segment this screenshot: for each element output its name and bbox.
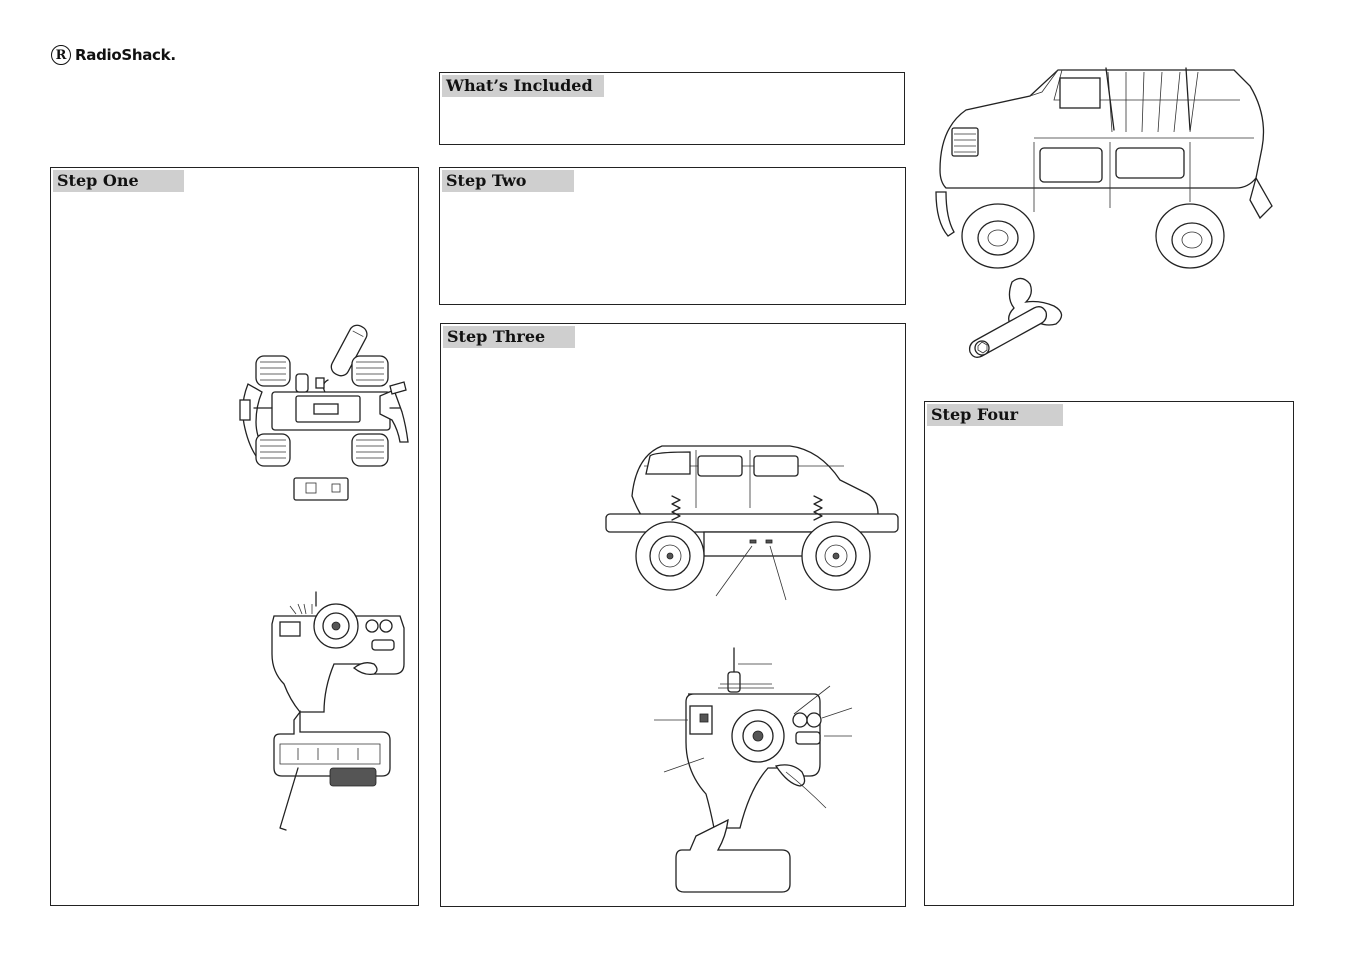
transmitter-battery-illustration xyxy=(271,591,405,831)
step-one-title: Step One xyxy=(53,170,184,192)
step-one-panel: Step One xyxy=(50,167,419,906)
wrench-tool-illustration xyxy=(968,277,1063,358)
step-four-panel: Step Four xyxy=(924,401,1294,906)
brand-dot: . xyxy=(170,46,176,64)
truck-side-illustration xyxy=(605,445,899,601)
truck-perspective-illustration xyxy=(935,67,1273,269)
whats-included-panel: What’s Included xyxy=(439,72,905,145)
brand-name: RadioShack xyxy=(75,46,171,64)
truck-underside-illustration xyxy=(239,324,409,501)
brand-logo: R RadioShack. xyxy=(51,42,176,68)
whats-included-title: What’s Included xyxy=(442,75,604,97)
step-three-title: Step Three xyxy=(443,326,575,348)
transmitter-front-illustration xyxy=(654,647,853,893)
step-three-panel: Step Three xyxy=(440,323,906,907)
registered-mark-icon: R xyxy=(51,45,71,65)
step-four-title: Step Four xyxy=(927,404,1063,426)
step-two-panel: Step Two xyxy=(439,167,906,305)
step-two-title: Step Two xyxy=(442,170,574,192)
